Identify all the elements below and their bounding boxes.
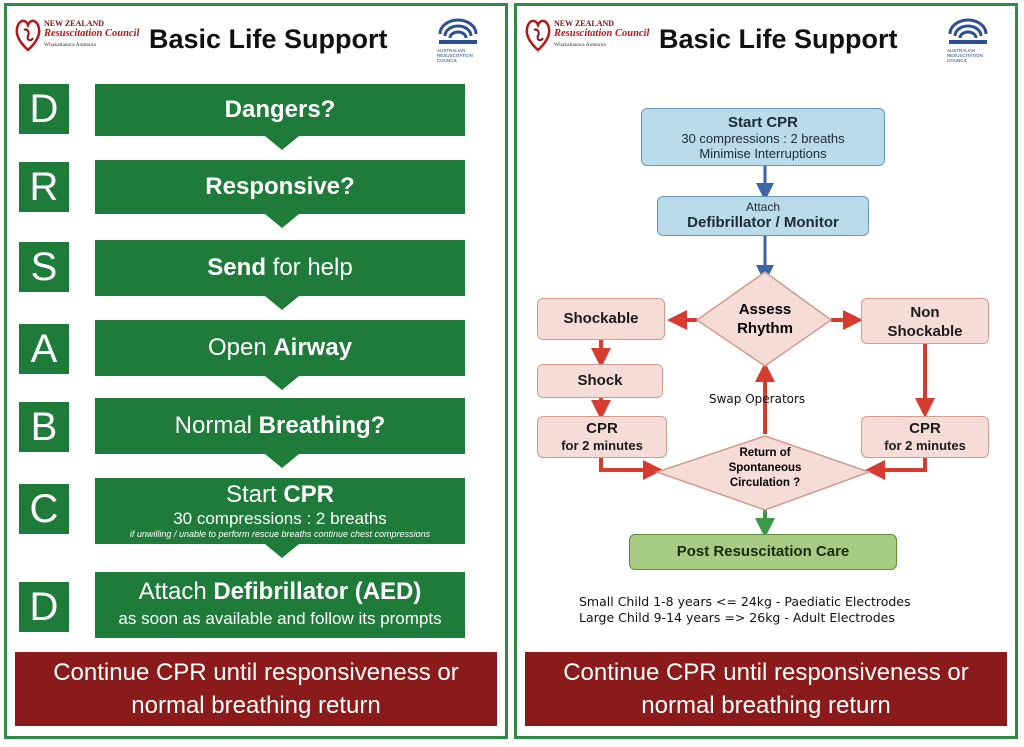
step-cpr: Start CPR 30 compressions : 2 breaths if…	[95, 478, 465, 544]
step-arrow	[265, 214, 299, 228]
arc-name-line3: COUNCIL	[437, 58, 458, 63]
step-cpr-label-bold: CPR	[283, 481, 335, 508]
arc-mark-icon	[438, 18, 478, 44]
step-letter-dangers: D	[19, 84, 69, 134]
rosc-label: Return of Spontaneous Circulation ?	[728, 447, 802, 489]
nzrc-logo: NEW ZEALAND Resuscitation Council Whakah…	[525, 14, 651, 56]
cpr-right-box: CPR for 2 minutes	[861, 416, 989, 458]
start-cpr-box: Start CPR 30 compressions : 2 breaths Mi…	[641, 108, 885, 166]
step-aed-label: Attach	[138, 578, 214, 605]
nzrc-name-line3: Whakahauora Aotearoa	[44, 42, 96, 48]
step-arrow	[265, 136, 299, 150]
nzrc-name-line2: Resuscitation Council	[554, 28, 650, 39]
large-child-note: Large Child 9-14 years => 26kg - Adult E…	[579, 610, 895, 625]
nzrc-logo: NEW ZEALAND Resuscitation Council Whakah…	[15, 14, 141, 56]
shockable-box: Shockable	[537, 298, 665, 340]
step-arrow	[265, 376, 299, 390]
step-airway-label-bold: Airway	[273, 334, 353, 361]
nzrc-name-line3: Whakahauora Aotearoa	[554, 42, 606, 48]
page-title: Basic Life Support	[659, 24, 898, 54]
step-aed-label-bold: Defibrillator (AED)	[213, 578, 422, 605]
step-dangers-label: Dangers?	[224, 96, 336, 123]
arrow-cpr-right-to-rosc	[865, 458, 927, 480]
step-airway-label: Open	[207, 334, 274, 361]
step-responsive: Responsive?	[95, 160, 465, 214]
assess-rhythm-label: Assess Rhythm	[737, 301, 793, 337]
flowchart-arrows	[591, 166, 935, 538]
arc-name-line2: RESUSCITATION	[947, 53, 983, 58]
step-letter-send: S	[19, 242, 69, 292]
page-title: Basic Life Support	[149, 24, 388, 54]
defib-monitor-label: Defibrillator / Monitor	[687, 214, 839, 231]
step-dangers: Dangers?	[95, 84, 465, 136]
small-child-note: Small Child 1-8 years <= 24kg - Paediati…	[579, 594, 911, 609]
step-aed: Attach Defibrillator (AED) as soon as av…	[95, 572, 465, 638]
step-arrow	[265, 296, 299, 310]
step-send-label-bold: Send	[207, 254, 266, 281]
arrow-cpr-left-to-rosc	[599, 458, 663, 480]
start-cpr-title: Start CPR	[727, 114, 798, 131]
arc-name-line1: AUSTRALIAN	[947, 48, 976, 53]
step-letter-responsive: R	[19, 162, 69, 212]
step-send-label: for help	[265, 254, 353, 281]
step-breathing-label: Normal	[174, 412, 259, 439]
step-arrow	[265, 544, 299, 558]
swap-operators-label: Swap Operators	[709, 392, 806, 406]
continue-line1: Continue CPR until responsiveness or	[53, 659, 459, 686]
step-cpr-note: if unwilling / unable to perform rescue …	[129, 529, 431, 539]
step-breathing: Normal Breathing?	[95, 398, 465, 454]
attach-label: Attach	[745, 200, 781, 214]
nzrc-name-line1: NEW ZEALAND	[554, 19, 615, 28]
continue-cpr-banner: Continue CPR until responsiveness or nor…	[15, 652, 497, 726]
start-cpr-ratio: 30 compressions : 2 breaths	[681, 131, 845, 146]
attach-defib-box: Attach Defibrillator / Monitor	[657, 196, 869, 236]
step-arrow	[265, 454, 299, 468]
step-cpr-ratio: 30 compressions : 2 breaths	[173, 509, 387, 528]
step-letter-airway: A	[19, 324, 69, 374]
step-responsive-label: Responsive?	[205, 173, 355, 200]
step-cpr-label: Start	[225, 481, 284, 508]
continue-line1: Continue CPR until responsiveness or	[563, 659, 969, 686]
arc-name-line2: RESUSCITATION	[437, 53, 473, 58]
nzrc-name-line2: Resuscitation Council	[44, 28, 140, 39]
continue-line2: normal breathing return	[131, 692, 381, 719]
step-aed-note: as soon as available and follow its prom…	[118, 609, 442, 628]
nzrc-heart-icon	[15, 19, 41, 52]
step-airway: Open Airway	[95, 320, 465, 376]
continue-line2: normal breathing return	[641, 692, 891, 719]
assess-rhythm-diamond	[695, 271, 833, 367]
arc-name-line1: AUSTRALIAN	[437, 48, 466, 53]
arc-logo: AUSTRALIAN RESUSCITATION COUNCIL	[941, 16, 995, 72]
arc-name-line3: COUNCIL	[947, 58, 968, 63]
right-panel: NEW ZEALAND Resuscitation Council Whakah…	[514, 3, 1018, 739]
left-panel: NEW ZEALAND Resuscitation Council Whakah…	[4, 3, 508, 739]
start-cpr-interruptions: Minimise Interruptions	[699, 146, 827, 161]
cpr-left-box: CPR for 2 minutes	[537, 416, 667, 458]
nzrc-name-line1: NEW ZEALAND	[44, 19, 105, 28]
nzrc-heart-icon	[525, 19, 551, 52]
step-letter-breathing: B	[19, 402, 69, 452]
arc-mark-icon	[948, 18, 988, 44]
step-breathing-label-bold: Breathing?	[258, 412, 386, 439]
arc-logo: AUSTRALIAN RESUSCITATION COUNCIL	[431, 16, 485, 72]
step-letter-aed: D	[19, 582, 69, 632]
non-shockable-box: Non Shockable	[861, 298, 989, 344]
step-send: Send for help	[95, 240, 465, 296]
step-letter-cpr: C	[19, 484, 69, 534]
rosc-diamond	[654, 435, 872, 511]
shock-box: Shock	[537, 364, 663, 398]
continue-cpr-banner: Continue CPR until responsiveness or nor…	[525, 652, 1007, 726]
post-resuscitation-box: Post Resuscitation Care	[629, 534, 897, 570]
